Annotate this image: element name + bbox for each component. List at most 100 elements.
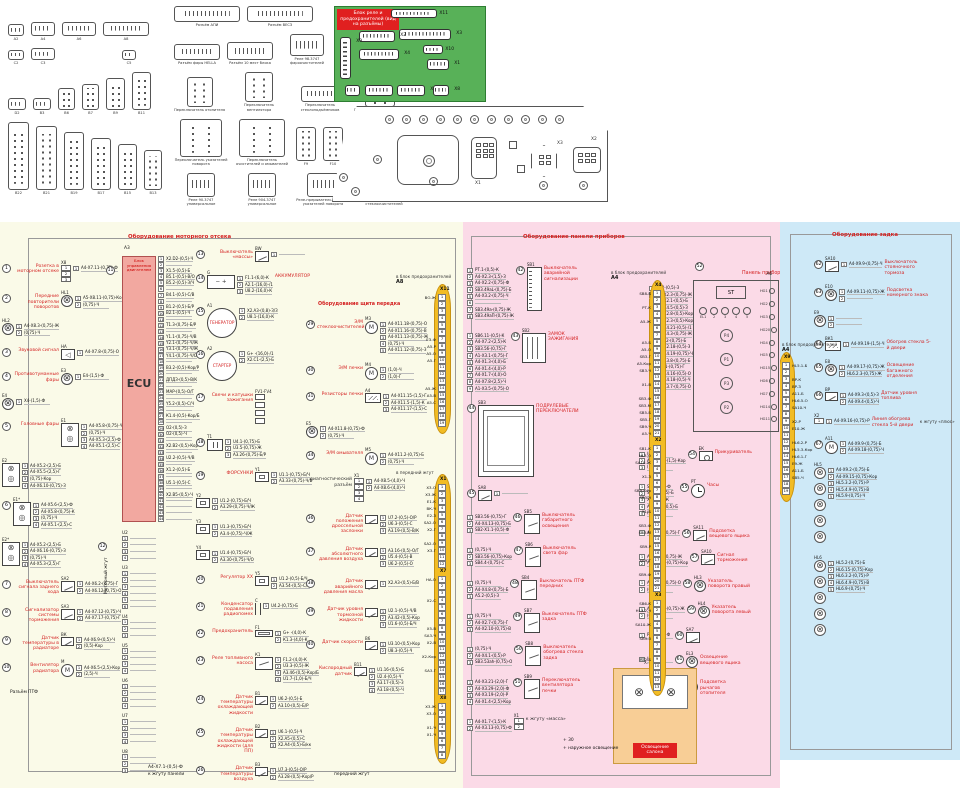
- component-label: Э/М печки: [338, 365, 363, 371]
- strip-pin: 6: [611, 480, 666, 487]
- strip-pin: 8: [611, 649, 666, 656]
- strip-pin-number: 4: [438, 724, 446, 731]
- component-label: диагностический разъём: [309, 477, 352, 488]
- swbig2-glyph: [524, 613, 541, 634]
- wire-label: Х2.В2-(0,5)-Кор: [166, 443, 199, 450]
- pin-number: 5: [467, 359, 473, 366]
- component-number: 12: [98, 542, 107, 551]
- wire-label: А4-Х3.21-(2,0)-Г: [475, 679, 509, 686]
- strip-pin-number: 15: [782, 460, 790, 467]
- strip-pin-label: SB3-М: [638, 403, 651, 408]
- connector-A8: A8: [103, 22, 149, 41]
- wire-label: А4-Х2.1-(0,5)-Б: [657, 298, 688, 305]
- lamp-glyph: ⊗: [2, 323, 14, 336]
- pin-number: 3: [467, 280, 473, 287]
- pin-number: 2: [467, 339, 473, 346]
- note-text: Моторный жгут: [104, 557, 109, 594]
- strip-pin-number: 11: [653, 515, 661, 522]
- ecu-pin: 37: [158, 473, 200, 480]
- cluster-bulb: [487, 115, 496, 124]
- pin-number: 2: [212, 504, 218, 511]
- wire-label: Х2.А3-(0,5)-Б/В: [388, 580, 420, 587]
- pin: 3: [61, 276, 71, 283]
- wire: 1: [122, 619, 222, 626]
- lamp-icon: ⊗: [665, 685, 677, 699]
- wire-label: А4-Х9.15-(0,75)-Кор: [836, 473, 878, 481]
- wire-label: А4-Х4.15-(0,75)-Кор: [647, 560, 689, 567]
- pin-number: 5: [380, 347, 386, 354]
- wire-label: К1.3-(4,0)-К: [283, 636, 309, 644]
- strip-pin: 13: [396, 378, 451, 385]
- connector-x1-pins: [476, 143, 494, 158]
- wire-label: Х2.А5-(0,5)-С: [278, 735, 305, 743]
- pin: [489, 143, 494, 147]
- connector-x2-label: X2: [591, 137, 597, 142]
- connector-D2: D2: [8, 98, 26, 115]
- pin-number: 2: [77, 588, 83, 594]
- wire-list: 1: [271, 246, 305, 258]
- strip-pin-number: 14: [653, 381, 661, 388]
- wire-label: А3.28-(0,5)-Кор/Р: [278, 774, 314, 781]
- strip-pin: 8: [396, 533, 446, 540]
- wire-label: [130, 579, 156, 581]
- pin-number: 4: [467, 353, 473, 359]
- lamp-glyph: ⊗: [2, 398, 14, 411]
- connector-label: Реле 904.3747 универсальное: [247, 197, 277, 206]
- component-number: 4: [2, 372, 11, 382]
- component-id: Е2: [2, 457, 8, 463]
- strip-pin: 17: [396, 688, 446, 695]
- component-number: 34: [306, 451, 315, 461]
- connector-shape: [323, 126, 343, 161]
- lamp-glyph: ⊗: [61, 373, 73, 386]
- component-id: HL5: [814, 462, 822, 467]
- pin-number: 3: [33, 515, 39, 522]
- pin-number: 3: [380, 528, 386, 534]
- wire-label: А3.17-(0,5)-З: [377, 680, 404, 687]
- head-glyph: ⊗◎: [61, 423, 79, 448]
- component-number: 22: [196, 629, 205, 639]
- connector-label: Разъём ВЕСЗ: [267, 23, 293, 27]
- cluster-bulb: [538, 115, 547, 124]
- strip-block-id: А8: [396, 279, 404, 285]
- component-id: HL2: [2, 318, 10, 324]
- strip-pin-number: 16: [653, 395, 661, 402]
- pin-number: 4: [122, 703, 128, 709]
- wire-label: [130, 721, 156, 723]
- strip-pin: 3: [396, 308, 451, 315]
- wire-label: А4-Х6.9-(0,5)-Ч: [84, 636, 115, 644]
- strip-pin-label: SB9-Ч: [639, 424, 651, 429]
- pin-number: 1: [275, 630, 281, 637]
- glyph-wrap: G− +: [207, 270, 235, 289]
- glyph-wrap: SB5: [524, 509, 541, 535]
